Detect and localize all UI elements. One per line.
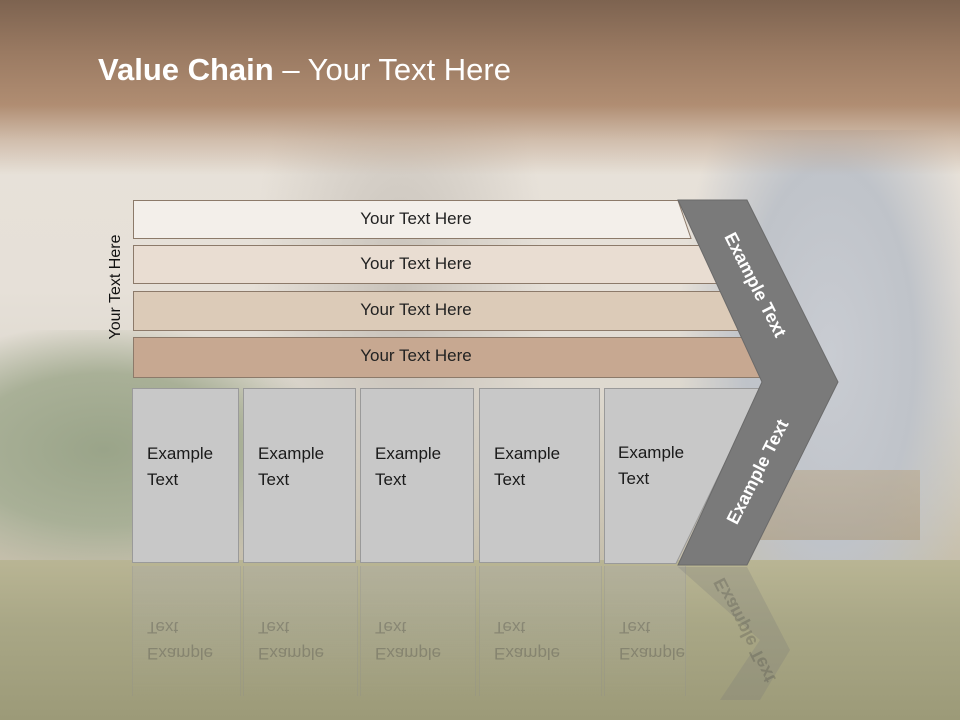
example-box-1[interactable]: Example Text <box>132 388 239 563</box>
title-rest: – Your Text Here <box>273 52 511 87</box>
bar-2[interactable]: Your Text Here <box>133 245 723 284</box>
example-box-1-reflection: Example Text <box>132 566 241 696</box>
example-box-5[interactable]: Example Text <box>604 388 764 564</box>
side-label[interactable]: Your Text Here <box>107 234 124 340</box>
example-box-4-label: Example Text <box>494 444 561 489</box>
bar-1-label: Your Text Here <box>360 209 472 228</box>
example-box-2[interactable]: Example Text <box>243 388 356 563</box>
example-box-2-reflection-label: Example Text <box>258 618 325 663</box>
title-bold: Value Chain <box>98 52 274 87</box>
example-box-4-reflection: Example Text <box>479 566 602 696</box>
background-bench <box>760 470 920 540</box>
bar-3-label: Your Text Here <box>360 300 472 319</box>
background-grass <box>0 560 960 720</box>
example-box-1-label: Example Text <box>147 444 214 489</box>
bar-1[interactable]: Your Text Here <box>133 200 693 239</box>
example-box-3-reflection-label: Example Text <box>375 618 442 663</box>
header-band <box>0 0 960 175</box>
bar-4[interactable]: Your Text Here <box>133 337 768 378</box>
example-box-4[interactable]: Example Text <box>479 388 600 563</box>
bar-2-label: Your Text Here <box>360 254 472 273</box>
example-box-5-reflection-label: Example Text <box>619 618 686 663</box>
example-box-3-label: Example Text <box>375 444 442 489</box>
example-box-5-label: Example Text <box>618 443 685 488</box>
bar-3[interactable]: Your Text Here <box>133 291 743 331</box>
example-box-2-label: Example Text <box>258 444 325 489</box>
example-box-4-reflection-label: Example Text <box>494 618 561 663</box>
example-box-2-reflection: Example Text <box>243 566 358 696</box>
slide-title[interactable]: Value Chain – Your Text Here <box>98 52 511 88</box>
example-box-5-reflection: Example Text <box>604 566 686 696</box>
example-box-3-reflection: Example Text <box>360 566 476 696</box>
bar-4-label: Your Text Here <box>360 346 472 365</box>
example-box-3[interactable]: Example Text <box>360 388 474 563</box>
example-box-1-reflection-label: Example Text <box>147 618 214 663</box>
